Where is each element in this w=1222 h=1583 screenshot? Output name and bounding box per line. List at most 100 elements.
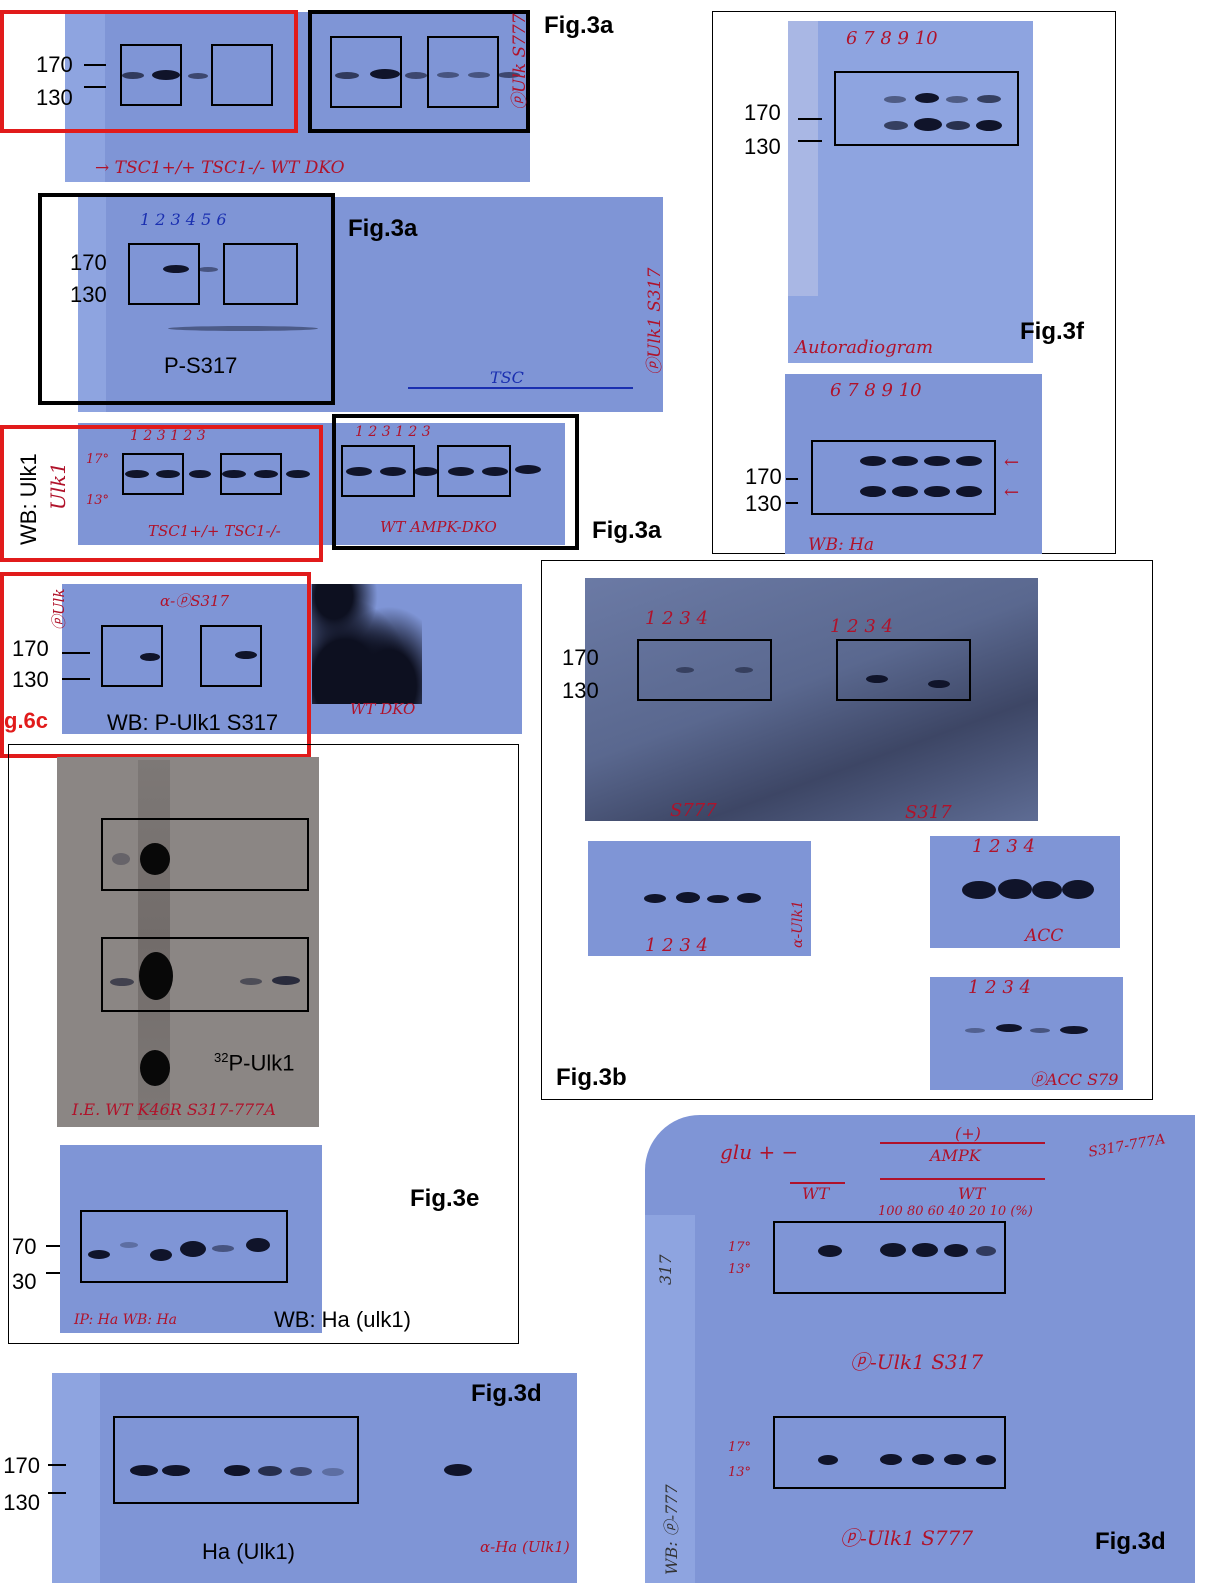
blot4-band [235,651,257,659]
fig3f-arrow-bottom: ← [1004,482,1020,503]
blot2-lane-labels: 1 2 3 4 5 6 [140,210,227,229]
blot4-marker-170-tick [62,652,90,654]
fig3d-right-film [645,1115,1195,1583]
blot4-marker-130: 130 [12,667,49,692]
fig3f-autoradiogram-film [788,21,1033,363]
fig3f-ha-marker-170: 170 [745,464,782,489]
blot1-band [370,69,400,79]
blot3-band [414,467,438,476]
blot1-band [122,72,144,79]
blot3-marker-170-hand: 17° [86,452,110,467]
fig3d-wt-label-1: WT [802,1184,830,1203]
fig3e-band [110,978,134,986]
blot4-groups-right: WT DKO [350,700,416,718]
blot3-groups-right: WT AMPK-DKO [380,518,497,536]
fig3d-p777-label: ⓟ-Ulk1 S777 [840,1526,974,1550]
fig3d-left-antibody-label: α-Ha (Ulk1) [480,1538,570,1556]
blot4-roi-box [200,625,262,687]
fig3d-right-roi-box [773,1416,1006,1489]
fig3b-lanes-right: 1 2 3 4 [830,616,893,637]
blot1-black-frame [308,10,530,133]
fig3f-lanes-top: 6 7 8 9 10 [846,28,938,49]
blot1-band [437,72,459,78]
fig3f-label: Fig.3f [1020,318,1084,345]
fig3b-s777-label: S777 [670,800,717,821]
fig3d-left-marker-170: 170 [0,1453,40,1479]
fig3d-left-band [224,1465,250,1476]
fig3b-label: Fig.3b [556,1064,627,1091]
blot2-tsc-line [408,387,633,389]
blot2-lower-band [168,326,318,331]
fig3d-left-marker-130: 130 [0,1490,40,1516]
fig3b-ulk-antibody: α-Ulk1 [790,900,806,948]
fig3e-32p-text: P-Ulk1 [228,1050,295,1076]
fig3d-ampk-label: AMPK [930,1146,981,1165]
fig3e-ip-label: IP: Ha WB: Ha [74,1312,178,1328]
fig3b-ulk-band [737,893,761,903]
blot1-band [152,70,180,80]
fig3b-acc-band [998,879,1032,899]
fig3b-roi-box [637,639,772,701]
blot1-band [498,72,520,78]
fig3f-band [915,93,939,103]
fig3e-ha-roi-box [80,1210,288,1283]
fig3d-left-marker-130-tick [48,1492,66,1494]
blot3-marker-130-hand: 13° [86,493,110,508]
blot1-roi-box [211,44,273,106]
blot1-band [188,73,208,79]
fig3e-label: Fig.3e [410,1185,480,1212]
blot3-band [482,467,508,476]
fig3e-band [240,978,262,985]
blot3-band [380,467,406,476]
fig3f-ha-band [956,486,982,497]
fig3e-marker-30: 30 [12,1269,37,1294]
blot1-roi-box [120,44,182,106]
blot3-band [254,470,278,478]
fig3d-right-band [880,1454,902,1465]
blot1-marker-130: 130 [36,85,73,110]
fig3f-ha-roi-box [811,440,996,515]
fig3e-marker-70: 70 [12,1234,37,1259]
blot2-black-frame [38,193,335,405]
fig3b-frame [541,560,1153,1100]
fig3e-band [140,1050,170,1086]
fig3d-left-film [52,1373,577,1583]
fig3e-ha-band [120,1242,138,1248]
blot3-band [156,470,180,478]
fig3f-ha-band [924,486,950,497]
blot4-marker-170: 170 [12,636,49,661]
blot4-side-label: ⓟUlk [50,588,68,630]
blot3-roi-box [341,445,415,497]
fig3d-percent-labels: 100 80 60 40 20 10 (%) [878,1204,1033,1219]
fig3f-marker-strip [788,21,818,296]
fig3e-marker-30-tick [46,1272,60,1274]
fig3f-band [977,95,1001,103]
blot4-roi-box [101,625,163,687]
blot3-band [515,465,541,474]
blot1-marker-130-tick [84,86,106,88]
fig3b-pacc-band [1060,1026,1088,1034]
fig3b-band [676,667,694,673]
fig3d-right-band [818,1455,838,1465]
fig3e-lane-labels: I.E. WT K46R S317-777A [72,1100,276,1119]
fig6c-label: g.6c [4,708,49,733]
fig3f-ha-band [892,486,918,497]
blot3-roi-box [437,445,511,497]
fig3d-right-roi-box [773,1221,1006,1294]
blot3-band [189,470,211,478]
fig3e-band [272,976,300,985]
fig3e-ha-band [212,1245,234,1252]
fig3f-band [884,121,908,130]
fig3d-side-777: WB: ⓟ-777 [662,1484,681,1575]
blot1-lane-labels: → TSC1+/+ TSC1-/- WT DKO [95,158,345,178]
fig3b-band [866,675,888,683]
blot4-dark-blobs [312,584,422,704]
blot3-band [448,467,474,476]
fig3b-pacc-band [1030,1028,1050,1033]
fig3b-pacc-band [965,1028,985,1033]
blot2-roi-box [128,243,200,305]
fig3f-arrow-top: ← [1004,452,1020,473]
blot4-film [62,584,522,734]
fig3f-roi-box [834,71,1019,146]
fig3d-left-marker-strip [52,1373,100,1583]
